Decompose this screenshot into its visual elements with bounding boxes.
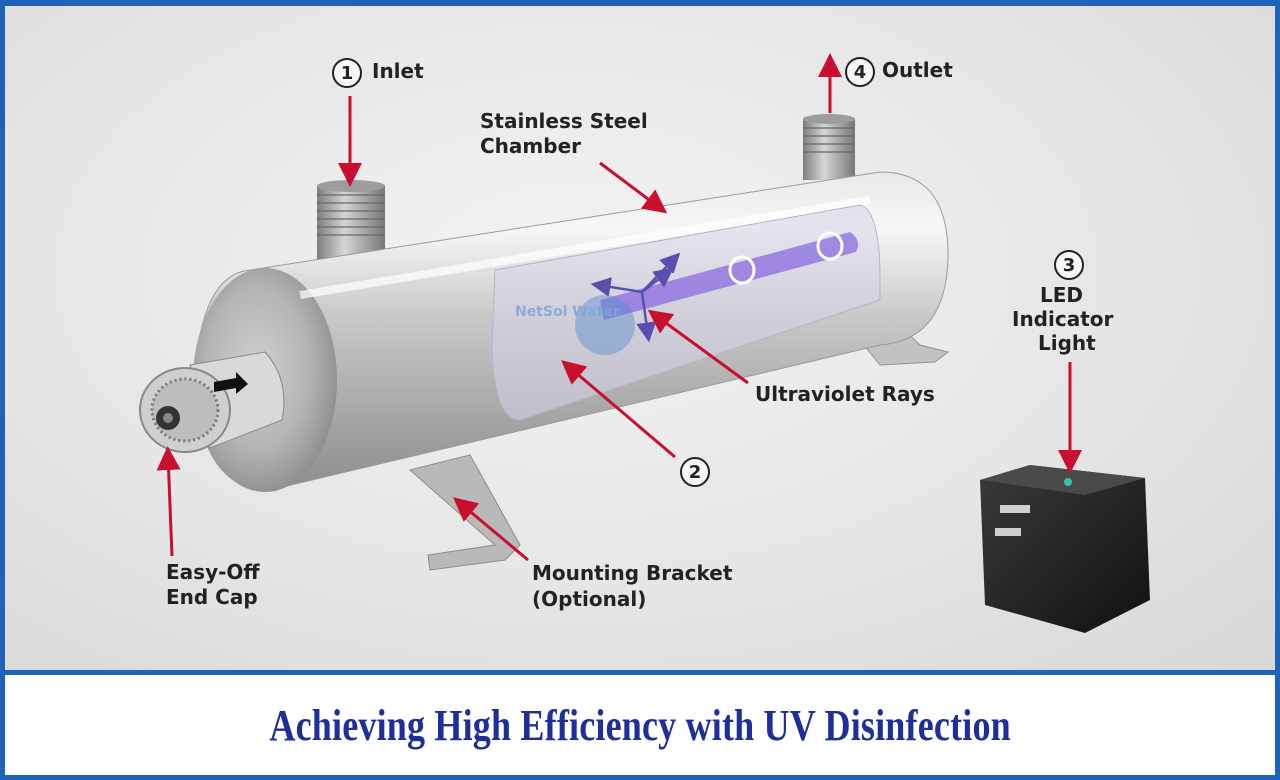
end-cap-label-line2: End Cap (166, 585, 258, 609)
easy-off-end-cap (139, 351, 285, 453)
led-label-line2: Indicator (1012, 307, 1114, 331)
chamber-label-line2: Chamber (480, 134, 581, 158)
watermark (575, 295, 635, 355)
end-cap-label-line1: Easy-Off (166, 560, 260, 584)
led-label-line3: Light (1038, 331, 1096, 355)
caption-bar: Achieving High Efficiency with UV Disinf… (5, 675, 1275, 775)
caption-divider (5, 670, 1275, 675)
uv-rays-label: Ultraviolet Rays (755, 382, 935, 406)
outlet-pipe (803, 114, 855, 180)
outlet-number: 4 (845, 57, 875, 87)
chamber-label-line1: Stainless Steel (480, 109, 648, 133)
inlet-pipe (317, 180, 385, 265)
bracket-label-line2: (Optional) (532, 587, 647, 611)
mounting-bracket-front (408, 454, 521, 571)
callout-arrows (156, 53, 1082, 562)
watermark-text: NetSol Water (515, 304, 620, 320)
led-label-line1: LED (1040, 283, 1084, 307)
stainless-steel-chamber (193, 171, 949, 492)
bracket-label-line1: Mounting Bracket (532, 561, 733, 585)
led-indicator-icon (1064, 478, 1072, 486)
power-adapter (980, 465, 1150, 633)
outlet-label: Outlet (882, 58, 953, 82)
inlet-label: Inlet (372, 59, 424, 83)
caption-title: Achieving High Efficiency with UV Disinf… (269, 700, 1011, 750)
inlet-number: 1 (332, 58, 362, 88)
led-number: 3 (1054, 250, 1084, 280)
lamp-number: 2 (680, 457, 710, 487)
